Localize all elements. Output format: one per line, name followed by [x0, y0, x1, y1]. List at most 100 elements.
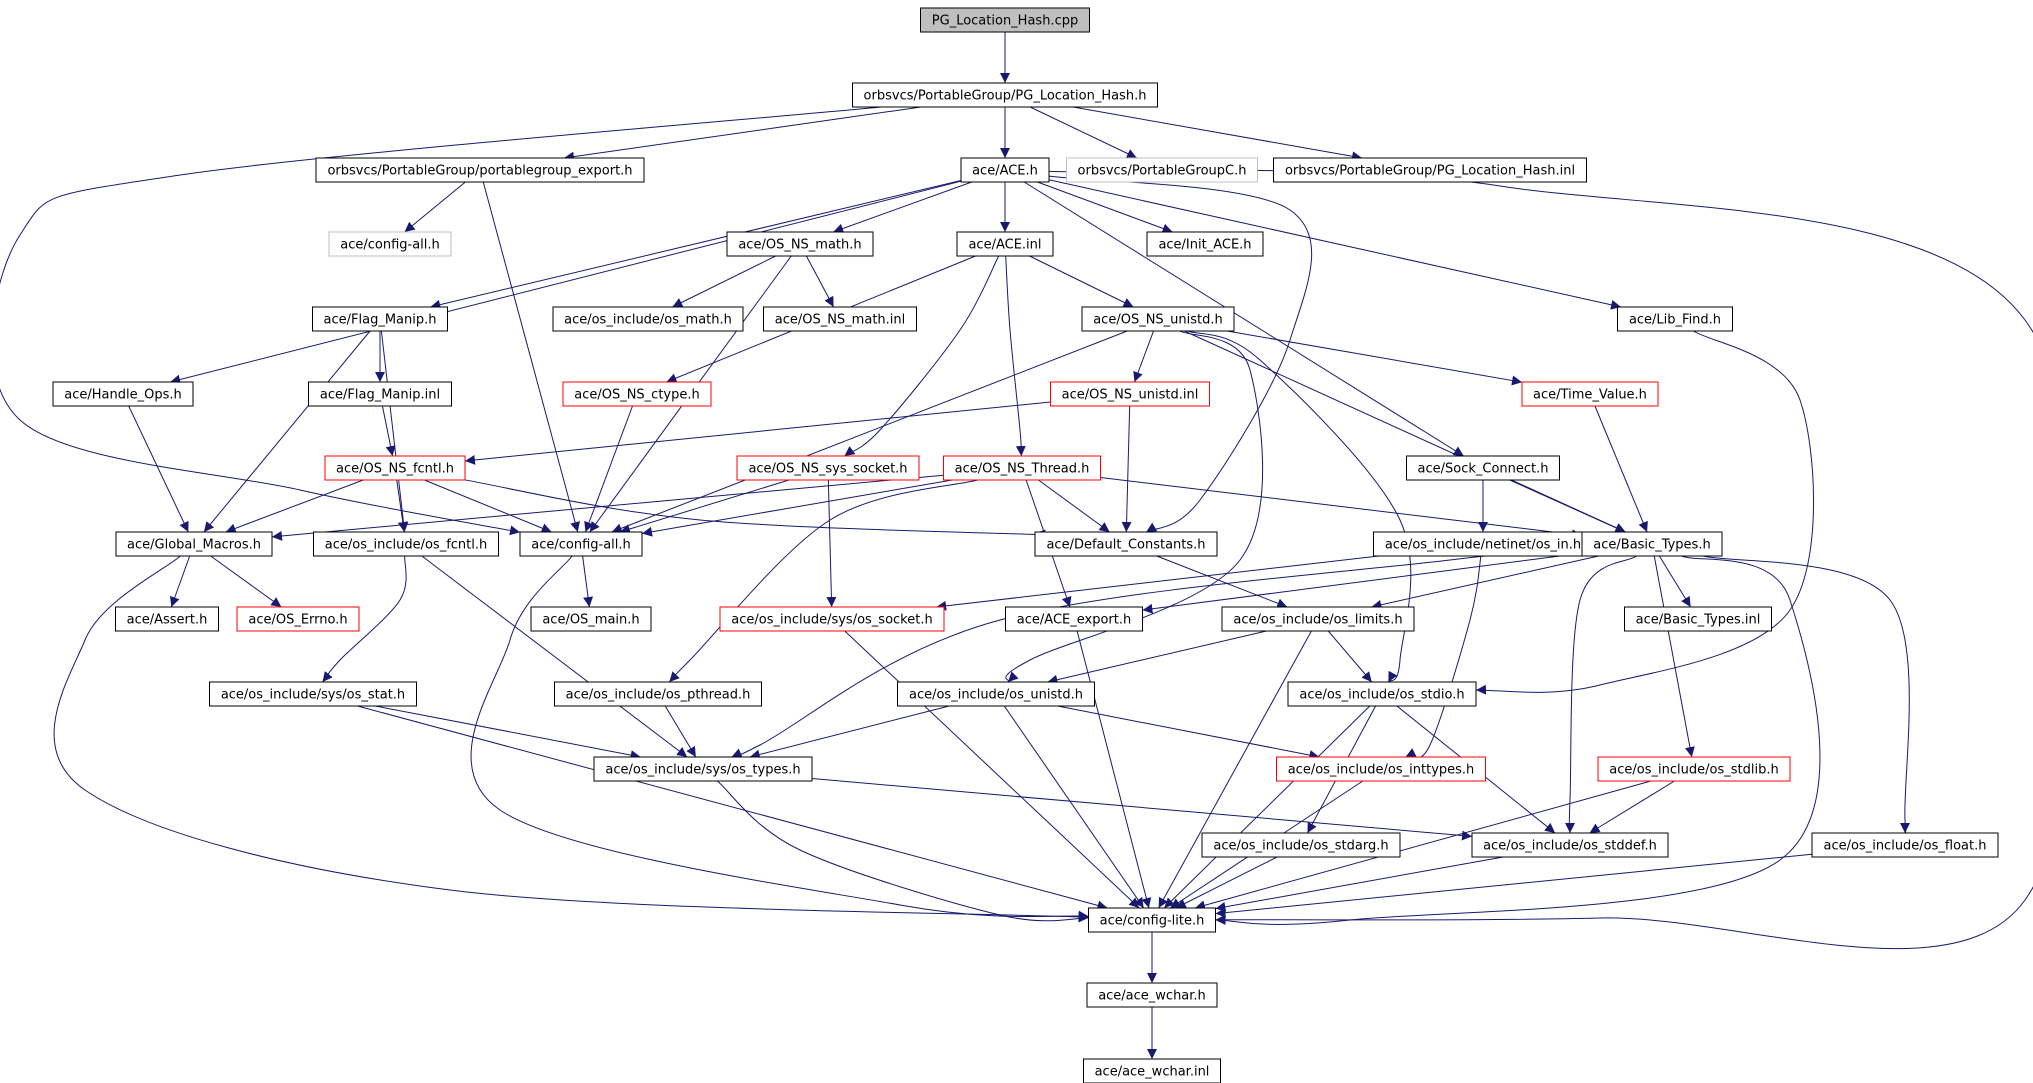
- edge-defconst-to-oslimits: [1156, 555, 1288, 609]
- edge-globalmacros-to-configlite: [53, 555, 1089, 922]
- edge-osnsunistd_inl-to-osnsfcntl: [464, 401, 1051, 465]
- edge-basictypes-to-basictypes_inl: [1658, 555, 1692, 608]
- node-ostypes[interactable]: ace/os_include/sys/os_types.h: [593, 756, 813, 782]
- node-label: ace/Time_Value.h: [1533, 388, 1647, 403]
- edge-osstdio-to-configlite: [1163, 705, 1371, 909]
- node-osnsctype[interactable]: ace/OS_NS_ctype.h: [562, 381, 712, 407]
- node-libfind[interactable]: ace/Lib_Find.h: [1617, 306, 1733, 332]
- node-osnsfcntl[interactable]: ace/OS_NS_fcntl.h: [324, 455, 466, 481]
- node-box: [115, 531, 273, 557]
- node-osfcntl[interactable]: ace/os_include/os_fcntl.h: [313, 531, 499, 557]
- edge-osnssyssocket-to-ossocket: [826, 479, 837, 608]
- node-label: ace/OS_main.h: [542, 613, 639, 628]
- node-osstdarg[interactable]: ace/os_include/os_stdarg.h: [1201, 832, 1401, 858]
- node-box: [1471, 832, 1669, 858]
- node-box: [530, 606, 652, 632]
- node-osinttypes[interactable]: ace/os_include/os_inttypes.h: [1276, 756, 1486, 782]
- edge-basictypes-to-ostypes: [730, 549, 1583, 760]
- node-osstddef[interactable]: ace/os_include/os_stddef.h: [1471, 832, 1669, 858]
- node-pgC[interactable]: orbsvcs/PortableGroupC.h: [1066, 157, 1258, 183]
- node-box: [308, 381, 452, 407]
- node-label: ace/os_include/os_pthread.h: [566, 688, 751, 703]
- node-assert[interactable]: ace/Assert.h: [115, 606, 219, 632]
- edge-basictypes-to-configlite: [1215, 555, 1821, 926]
- node-label: orbsvcs/PortableGroupC.h: [1078, 164, 1247, 179]
- node-pg_h[interactable]: orbsvcs/PortableGroup/PG_Location_Hash.h: [852, 82, 1158, 108]
- edge-osnssyssocket-to-configall: [619, 479, 790, 534]
- edge-osin-to-ossocket: [936, 555, 1379, 611]
- node-basictypes[interactable]: ace/Basic_Types.h: [1581, 531, 1723, 557]
- node-basictypes_inl[interactable]: ace/Basic_Types.inl: [1624, 606, 1772, 632]
- node-label: ace/ace_wchar.h: [1098, 989, 1206, 1004]
- edge-ace_inl-to-osnssyssocket: [844, 255, 1000, 457]
- node-box: [920, 7, 1090, 33]
- node-osnsmath[interactable]: ace/OS_NS_math.h: [726, 231, 874, 257]
- node-osunistd[interactable]: ace/os_include/os_unistd.h: [897, 681, 1095, 707]
- node-acewchar[interactable]: ace/ace_wchar.h: [1086, 982, 1218, 1008]
- node-osstat[interactable]: ace/os_include/sys/os_stat.h: [209, 681, 417, 707]
- node-osfloat[interactable]: ace/os_include/os_float.h: [1811, 832, 1999, 858]
- node-ace_h[interactable]: ace/ACE.h: [960, 157, 1050, 183]
- node-label: ace/OS_NS_ctype.h: [574, 388, 700, 403]
- node-label: ace/os_include/os_stddef.h: [1483, 839, 1657, 854]
- node-cfgall_ext[interactable]: ace/config-all.h: [328, 231, 452, 257]
- node-label: ace/os_include/os_inttypes.h: [1288, 763, 1475, 778]
- node-flagmanip[interactable]: ace/Flag_Manip.h: [312, 306, 448, 332]
- node-flagmanip_inl[interactable]: ace/Flag_Manip.inl: [308, 381, 452, 407]
- node-osstdlib[interactable]: ace/os_include/os_stdlib.h: [1597, 756, 1791, 782]
- node-box: [593, 756, 813, 782]
- node-oslimits[interactable]: ace/os_include/os_limits.h: [1221, 606, 1415, 632]
- node-box: [943, 455, 1101, 481]
- node-osnsunistd[interactable]: ace/OS_NS_unistd.h: [1081, 306, 1235, 332]
- node-osmath[interactable]: ace/os_include/os_math.h: [552, 306, 744, 332]
- node-timevalue[interactable]: ace/Time_Value.h: [1521, 381, 1659, 407]
- node-layer: PG_Location_Hash.cpp orbsvcs/PortableGrou…: [52, 7, 1999, 1083]
- node-osnsthread[interactable]: ace/OS_NS_Thread.h: [943, 455, 1101, 481]
- edge-osnsunistd_inl-to-defconst: [1121, 405, 1132, 533]
- node-osnsunistd_inl[interactable]: ace/OS_NS_unistd.inl: [1050, 381, 1210, 407]
- node-defconst[interactable]: ace/Default_Constants.h: [1034, 531, 1218, 557]
- node-label: ace/ACE.inl: [968, 238, 1041, 253]
- node-osnssyssocket[interactable]: ace/OS_NS_sys_socket.h: [736, 455, 920, 481]
- node-pg_inl[interactable]: orbsvcs/PortableGroup/PG_Location_Hash.i…: [1273, 157, 1587, 183]
- edge-pg_h-to-pgexport: [563, 106, 922, 162]
- node-osin[interactable]: ace/os_include/netinet/os_in.h: [1373, 531, 1593, 557]
- node-osnsmath_inl[interactable]: ace/OS_NS_math.inl: [763, 306, 917, 332]
- node-ospthread[interactable]: ace/os_include/os_pthread.h: [554, 681, 762, 707]
- node-oserrno[interactable]: ace/OS_Errno.h: [236, 606, 360, 632]
- node-box: [1083, 1058, 1221, 1083]
- edge-globalmacros-to-oserrno: [210, 555, 282, 608]
- node-box: [1276, 756, 1486, 782]
- node-initace[interactable]: ace/Init_ACE.h: [1146, 231, 1264, 257]
- node-pgexport[interactable]: orbsvcs/PortableGroup/portablegroup_expo…: [315, 157, 645, 183]
- edge-oslimits-to-configlite: [1158, 630, 1312, 909]
- node-box: [562, 381, 712, 407]
- node-label: ace/OS_NS_unistd.inl: [1062, 388, 1199, 403]
- node-aceexport[interactable]: ace/ACE_export.h: [1005, 606, 1143, 632]
- node-box: [1624, 606, 1772, 632]
- node-ace_inl[interactable]: ace/ACE.inl: [956, 231, 1054, 257]
- node-configall[interactable]: ace/config-all.h: [519, 531, 643, 557]
- node-configlite[interactable]: ace/config-lite.h: [1088, 907, 1216, 933]
- node-box: [1221, 606, 1415, 632]
- node-box: [960, 157, 1050, 183]
- node-label: ace/os_include/netinet/os_in.h: [1385, 538, 1581, 553]
- node-sockconnect[interactable]: ace/Sock_Connect.h: [1406, 455, 1560, 481]
- node-label: ace/OS_NS_Thread.h: [955, 462, 1090, 477]
- node-ossocket[interactable]: ace/os_include/sys/os_socket.h: [719, 606, 945, 632]
- node-box: [236, 606, 360, 632]
- edge-osnsunistd-to-configall: [611, 330, 1128, 534]
- node-globalmacros[interactable]: ace/Global_Macros.h: [115, 531, 273, 557]
- edge-osnsmath-to-osnsmath_inl: [805, 255, 835, 308]
- node-box: [554, 681, 762, 707]
- node-box: [1088, 907, 1216, 933]
- node-label: orbsvcs/PortableGroup/PG_Location_Hash.i…: [1285, 164, 1575, 179]
- node-osstdio[interactable]: ace/os_include/os_stdio.h: [1287, 681, 1477, 707]
- node-acewchar_inl[interactable]: ace/ace_wchar.inl: [1083, 1058, 1221, 1083]
- edge-osfloat-to-configlite: [1215, 853, 1813, 918]
- edge-basictypes-to-osfloat: [1702, 555, 1911, 842]
- node-handleops[interactable]: ace/Handle_Ops.h: [52, 381, 194, 407]
- node-osmain[interactable]: ace/OS_main.h: [530, 606, 652, 632]
- edge-basictypes-to-aceexport: [1142, 552, 1583, 614]
- node-root[interactable]: PG_Location_Hash.cpp: [920, 7, 1090, 33]
